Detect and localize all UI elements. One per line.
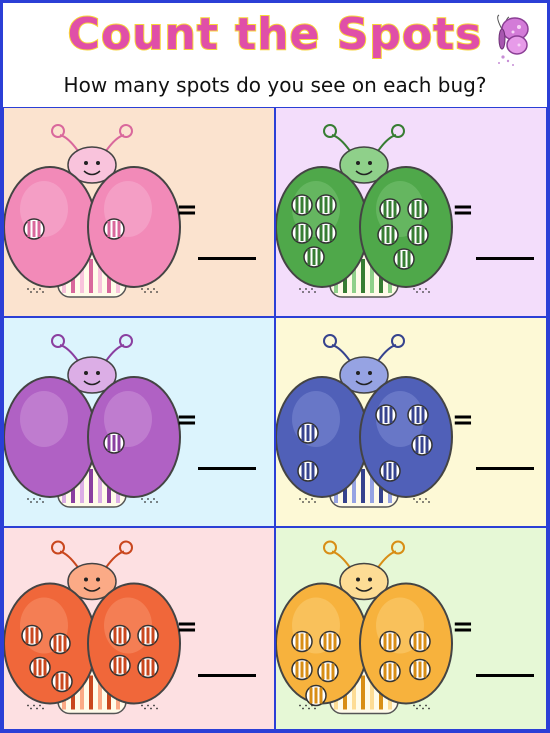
spot: [319, 630, 341, 653]
pink-ladybug-icon: [4, 124, 181, 298]
bug-cell-pink-ladybug: =: [3, 107, 275, 317]
spot: [21, 624, 43, 647]
spot: [407, 404, 429, 426]
spot: [137, 624, 159, 647]
spot: [29, 656, 51, 679]
spot: [407, 198, 429, 220]
bug-grid: = = = = = =: [3, 107, 547, 730]
bug-cell-green-ladybug: =: [275, 107, 547, 317]
spot: [49, 632, 71, 655]
spot: [379, 460, 401, 482]
spot: [377, 224, 399, 246]
answer-blank[interactable]: [198, 257, 256, 260]
equals-sign: =: [452, 195, 474, 225]
green-ladybug-icon: [276, 124, 453, 298]
spot: [409, 630, 431, 653]
answer-blank[interactable]: [198, 467, 256, 470]
spot: [393, 248, 415, 270]
spot: [103, 432, 125, 454]
spot: [305, 684, 327, 707]
answer-blank[interactable]: [198, 673, 256, 677]
spot: [297, 422, 319, 444]
equals-sign: =: [176, 195, 198, 225]
equals-sign: =: [452, 611, 474, 642]
spot: [379, 660, 401, 683]
orange-ladybug-icon: [4, 540, 181, 715]
equals-sign: =: [452, 405, 474, 435]
spot: [51, 670, 73, 693]
spot: [315, 194, 337, 216]
spot: [315, 222, 337, 244]
page-title: Count the Spots: [67, 8, 483, 61]
equals-sign: =: [176, 405, 198, 435]
purple-ladybug-icon: [4, 334, 181, 508]
spot: [317, 660, 339, 683]
spot: [297, 460, 319, 482]
spot: [291, 222, 313, 244]
answer-blank[interactable]: [476, 673, 534, 677]
spot: [379, 630, 401, 653]
equals-sign: =: [176, 611, 198, 642]
spot: [103, 218, 125, 240]
worksheet-header: Count the Spots How many spots do you se…: [3, 3, 547, 107]
spot: [291, 630, 313, 653]
spot: [375, 404, 397, 426]
answer-blank[interactable]: [476, 467, 534, 470]
answer-blank[interactable]: [476, 257, 534, 260]
spot: [409, 658, 431, 681]
spot: [137, 656, 159, 679]
bug-cell-orange-ladybug: =: [3, 527, 275, 730]
spot: [109, 624, 131, 647]
yellow-ladybug-icon: [276, 540, 453, 715]
bug-cell-yellow-ladybug: =: [275, 527, 547, 730]
butterfly-icon: [497, 14, 529, 66]
bug-cell-purple-ladybug: =: [3, 317, 275, 527]
spot: [109, 654, 131, 677]
spot: [303, 246, 325, 268]
bug-cell-blue-ladybug: =: [275, 317, 547, 527]
spot: [411, 434, 433, 456]
spot: [407, 224, 429, 246]
spot: [23, 218, 45, 240]
page-subtitle: How many spots do you see on each bug?: [63, 73, 487, 97]
blue-ladybug-icon: [276, 334, 453, 508]
spot: [379, 198, 401, 220]
spot: [291, 194, 313, 216]
spot: [291, 658, 313, 681]
